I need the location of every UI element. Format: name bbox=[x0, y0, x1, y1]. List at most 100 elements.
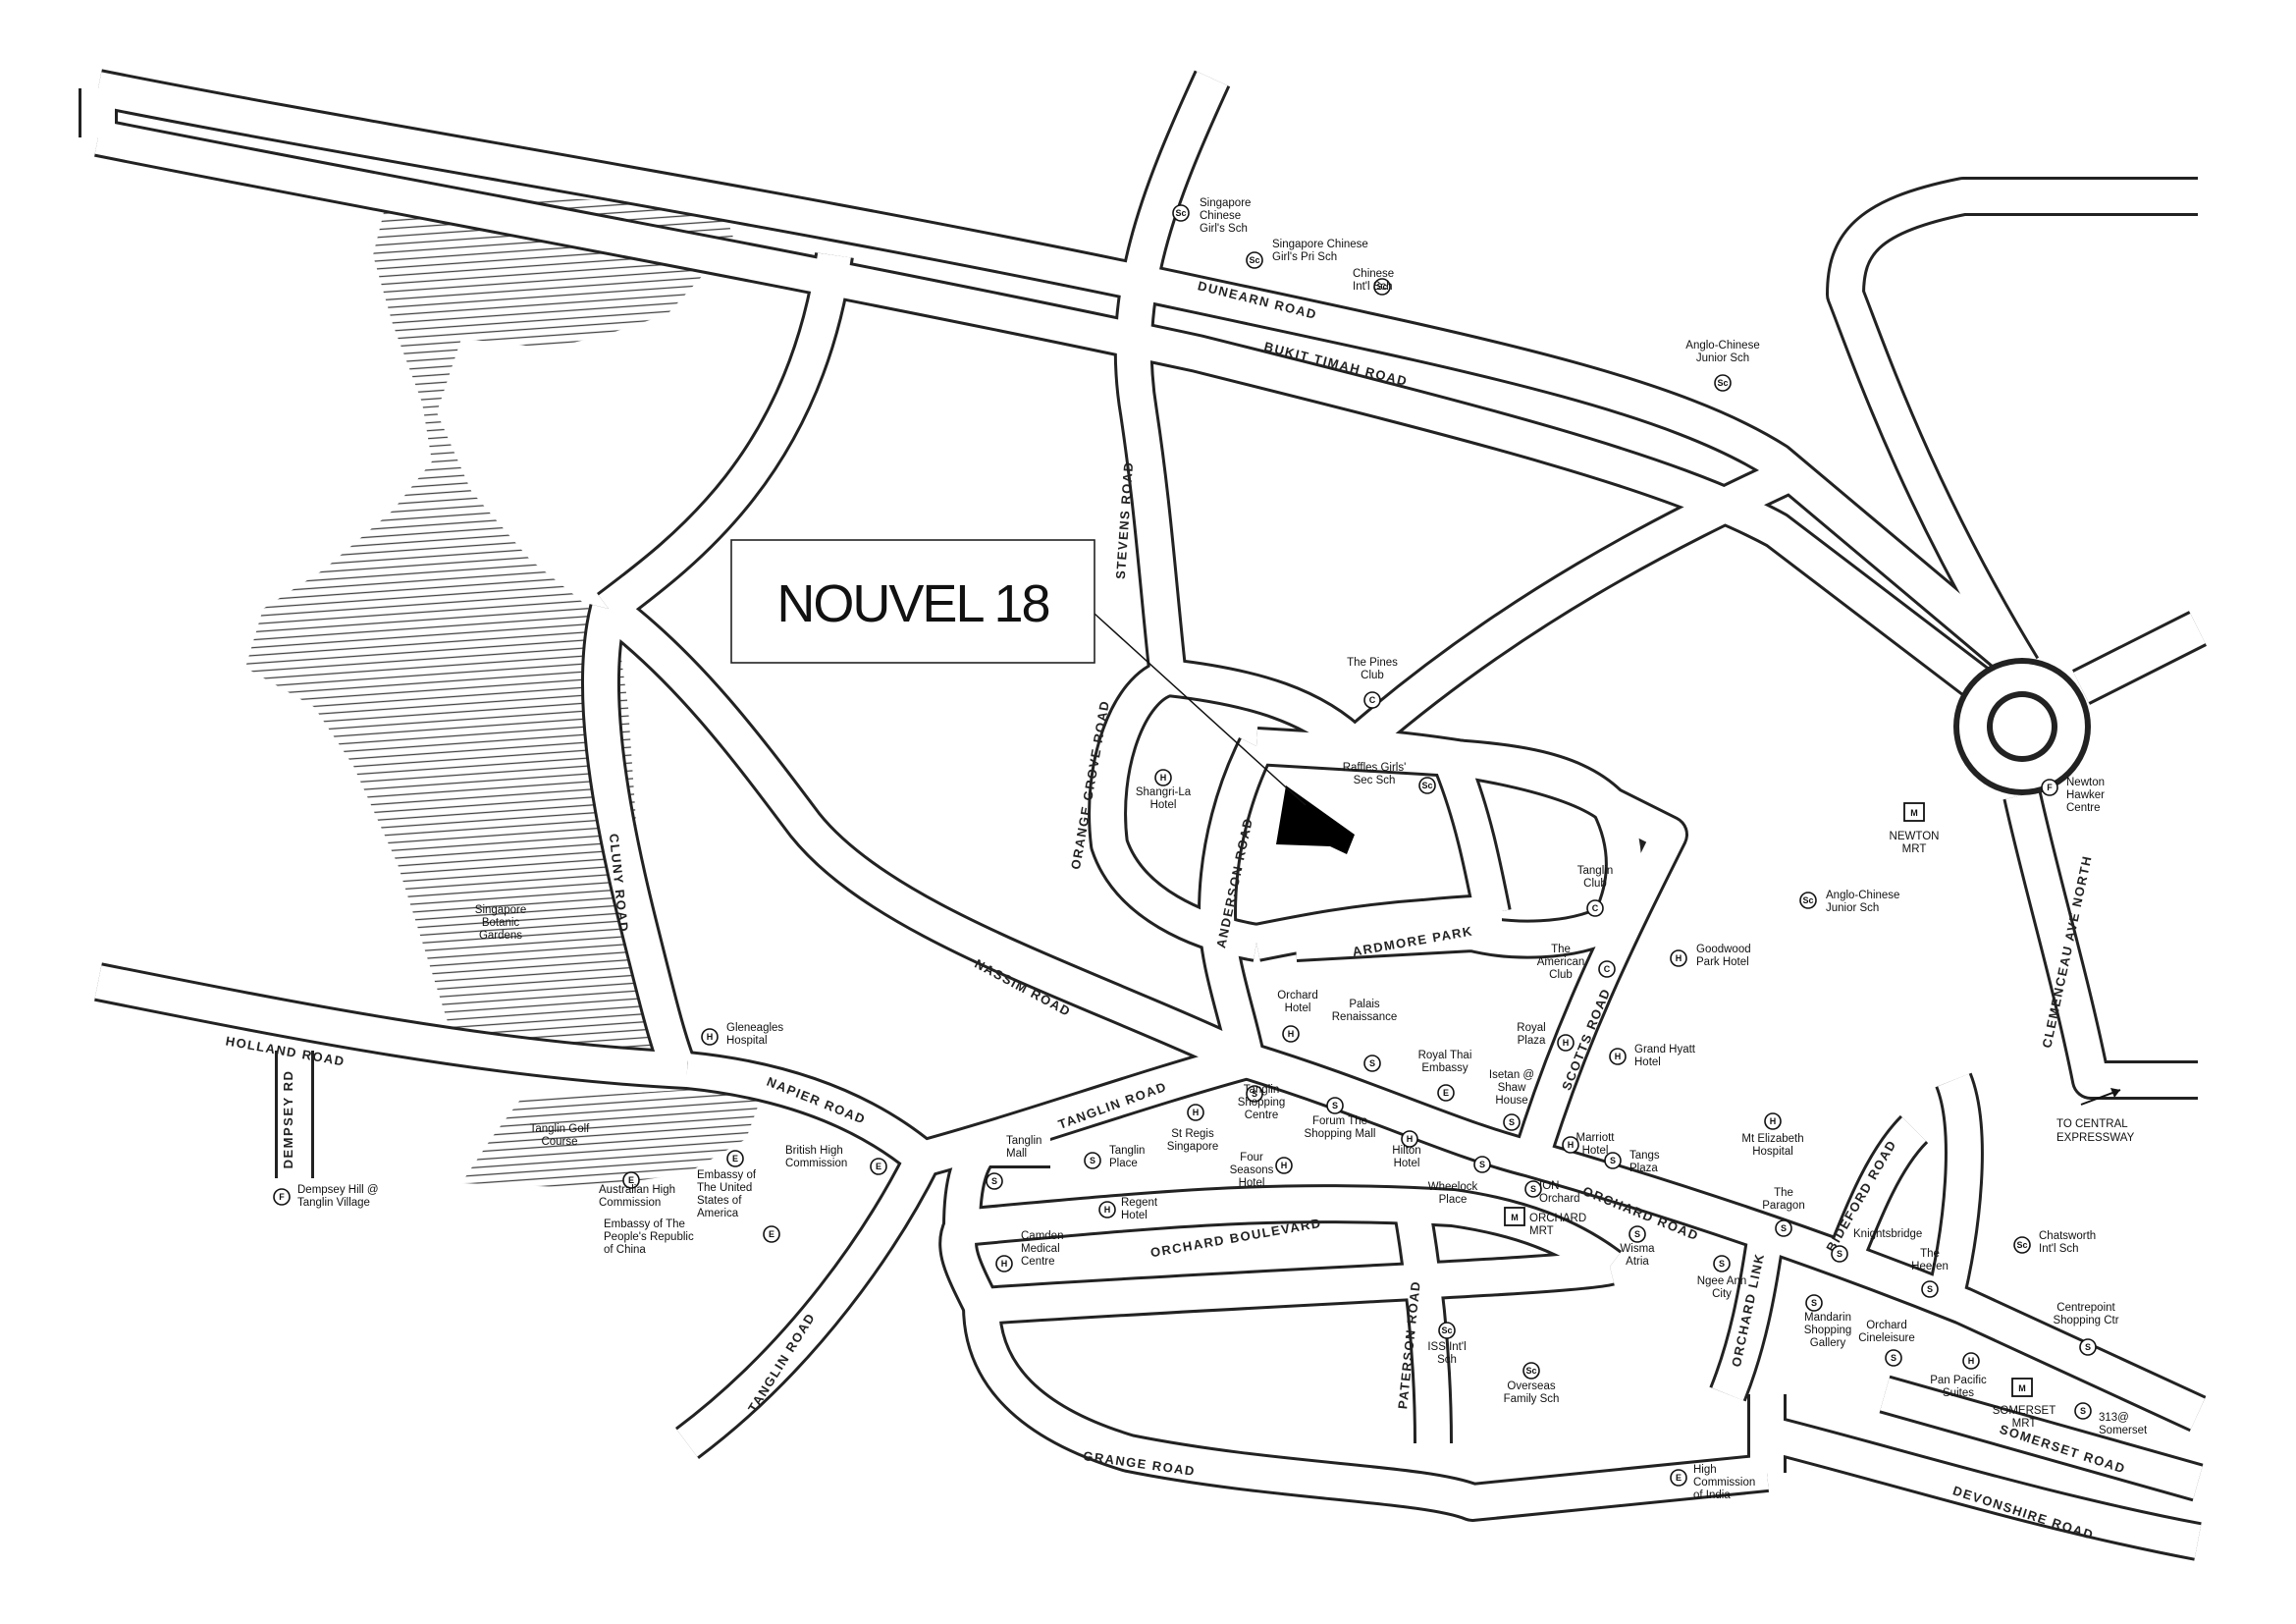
place-label-line: Shangri-La bbox=[1136, 786, 1192, 798]
shopping-icon-glyph: S bbox=[1781, 1223, 1787, 1233]
place-label-line: 313@ bbox=[2099, 1412, 2129, 1424]
road-grange bbox=[965, 1305, 1769, 1519]
place-label-line: Place bbox=[1439, 1194, 1468, 1206]
place-label-line: Tangs bbox=[1629, 1150, 1660, 1162]
place-label: Knightsbridge bbox=[1853, 1228, 1922, 1240]
shopping-icon bbox=[1775, 1219, 1792, 1237]
place-label-line: Hotel bbox=[1285, 1002, 1311, 1014]
shopping-icon-glyph: S bbox=[2085, 1342, 2091, 1352]
place-label-line: Regent bbox=[1121, 1197, 1158, 1209]
place-label-line: Grand Hyatt bbox=[1634, 1044, 1696, 1056]
school-icon bbox=[1714, 374, 1732, 392]
road-stevens-link bbox=[1166, 661, 1367, 759]
school-icon-glyph: Sc bbox=[1441, 1326, 1452, 1335]
place-label-line: Renaissance bbox=[1332, 1011, 1397, 1023]
place-label-line: Commission bbox=[599, 1197, 661, 1209]
place-label-line: Singapore bbox=[475, 904, 526, 916]
shopping-icon bbox=[1831, 1245, 1848, 1263]
hotel-icon-glyph: H bbox=[1615, 1052, 1622, 1061]
food-icon-glyph: F bbox=[2047, 783, 2053, 792]
road-orchard-se bbox=[1927, 1073, 1981, 1311]
road-stevens bbox=[1116, 71, 1228, 679]
embassy-icon-glyph: E bbox=[1676, 1473, 1682, 1483]
place-label-line: American bbox=[1537, 956, 1585, 968]
hotel-icon-glyph: H bbox=[1160, 773, 1167, 783]
road-bukit-timah bbox=[94, 121, 1994, 701]
place-label-line: Family Sch bbox=[1504, 1393, 1560, 1405]
mrt-icon-glyph: M bbox=[2018, 1383, 2026, 1393]
shopping-icon-glyph: S bbox=[1369, 1058, 1375, 1068]
brand-name: NOUVEL 18 bbox=[776, 574, 1048, 633]
place-label-line: Camden bbox=[1021, 1230, 1063, 1242]
place-label-line: MRT bbox=[1529, 1225, 1554, 1237]
direction-label-line2: EXPRESSWAY bbox=[2056, 1132, 2135, 1144]
place-label-line: Shopping Ctr bbox=[2053, 1315, 2118, 1326]
place-label: Raffles Girls'Sec Sch bbox=[1343, 762, 1407, 786]
shopping-icon-glyph: S bbox=[1090, 1156, 1095, 1165]
school-icon-glyph: Sc bbox=[1376, 282, 1387, 292]
place-label-line: Girl's Sch bbox=[1200, 223, 1248, 235]
roads-layer bbox=[79, 69, 2208, 1561]
road-cluny-n bbox=[598, 252, 851, 623]
place-label-line: Int'l Sch bbox=[2039, 1243, 2079, 1255]
shopping-icon-glyph: S bbox=[2080, 1406, 2086, 1416]
place-label-line: ION bbox=[1539, 1180, 1559, 1192]
place-label-line: Sch bbox=[1437, 1354, 1457, 1366]
shopping-icon-glyph: S bbox=[1509, 1117, 1515, 1127]
place-label-line: People's Republic bbox=[604, 1231, 694, 1243]
place-label-line: Club bbox=[1549, 969, 1573, 981]
place-label-line: Anglo-Chinese bbox=[1685, 340, 1759, 352]
place-label-line: Four bbox=[1240, 1152, 1263, 1164]
place-label-line: Overseas bbox=[1507, 1380, 1555, 1392]
embassy-icon-glyph: E bbox=[876, 1162, 881, 1171]
hotel-icon bbox=[1154, 769, 1172, 786]
mrt-icon-glyph: M bbox=[1910, 808, 1918, 818]
embassy-icon bbox=[622, 1171, 640, 1189]
place-label-line: St Regis bbox=[1171, 1128, 1214, 1140]
place-label-line: Commission bbox=[1693, 1477, 1755, 1489]
shopping-icon bbox=[1921, 1280, 1939, 1298]
place-label-line: Tanglin bbox=[1244, 1084, 1279, 1096]
place-label-line: Hotel bbox=[1239, 1177, 1265, 1189]
shopping-icon-glyph: S bbox=[1719, 1259, 1725, 1269]
hotel-icon bbox=[1609, 1048, 1627, 1065]
place-label-line: Ngee Ann bbox=[1697, 1275, 1747, 1287]
place-label-line: Orchard bbox=[1866, 1320, 1907, 1331]
place-label-line: Shopping Mall bbox=[1305, 1128, 1376, 1140]
shopping-icon bbox=[1885, 1349, 1902, 1367]
shopping-icon bbox=[1503, 1113, 1521, 1131]
road-orange-grove bbox=[1091, 661, 1259, 959]
hotel-icon bbox=[1562, 1136, 1579, 1154]
hospital-icon bbox=[701, 1028, 719, 1046]
place-label-line: Mandarin bbox=[1804, 1312, 1851, 1324]
place-label-line: Royal bbox=[1517, 1022, 1545, 1034]
club-icon-glyph: C bbox=[1604, 964, 1611, 974]
